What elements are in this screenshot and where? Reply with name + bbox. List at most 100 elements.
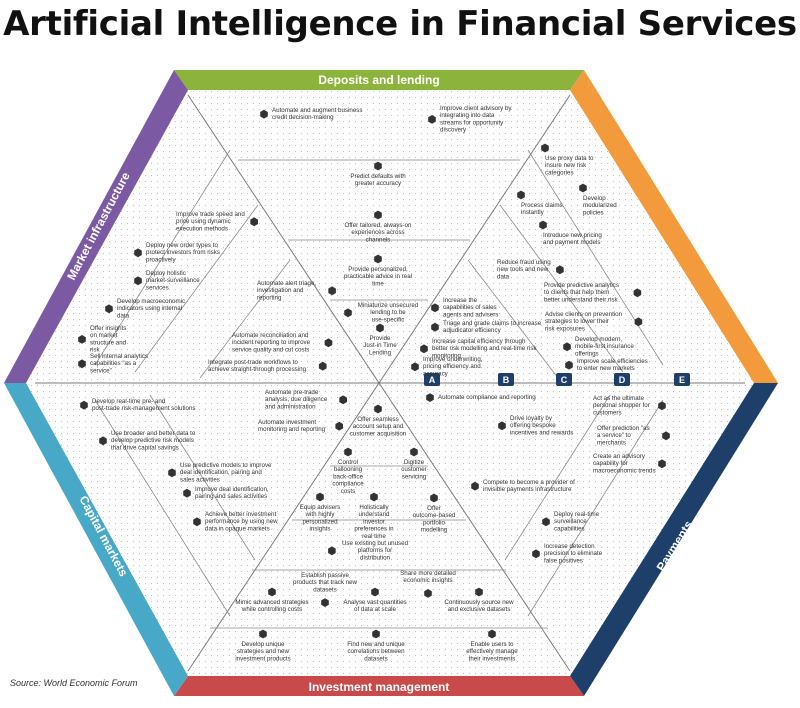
hexagon-bullet-icon [541,143,549,153]
hexagon-bullet-icon [634,317,643,327]
use-case-item: Improve deal identification,pairing and … [183,486,269,500]
axis-marker-d: D [619,375,626,385]
hexagon-bullet-icon [328,546,336,556]
hexagon-bullet-icon [183,488,191,498]
hexagon-bullet-icon [335,421,343,431]
capital-markets-band [4,383,188,696]
hexagon-bullet-icon [658,459,666,469]
hexagon-bullet-icon [259,629,267,639]
hexagon-bullet-icon [268,587,276,597]
hexagon-bullet-icon [371,587,379,597]
hexagon-bullet-icon [250,217,258,227]
hexagon-bullet-icon [431,322,439,332]
hexagon-bullet-icon [431,303,439,313]
investment-band [174,676,584,696]
hexagon-bullet-icon [318,361,327,371]
use-case-item: Automate compliance and reporting [426,393,536,402]
hexagon-bullet-icon [374,161,382,171]
hexagon-bullet-icon [321,598,329,607]
hexagon-bullet-icon [579,183,587,193]
sector-label-deposits: Deposits and lending [318,73,439,87]
source-note: Source: World Economic Forum [10,678,138,688]
use-case-label: Provide personalized,practicable advice … [344,266,412,287]
hexagon-bullet-icon [658,401,666,411]
use-case-item: Provide personalized,practicable advice … [344,254,412,287]
hexagon-bullet-icon [105,304,113,314]
axis-marker-e: E [679,375,685,385]
hexagon-bullet-icon [370,492,378,502]
hexagon-bullet-icon [374,254,382,264]
page-title: Artificial Intelligence in Financial Ser… [3,4,797,44]
hexagon-bullet-icon [488,629,496,639]
use-case-label: Improve underwriting,pricing efficiency … [423,356,483,377]
market-infrastructure-band [4,70,188,383]
axis-marker-a: A [429,375,436,385]
hexagon-bullet-icon [374,210,382,220]
hexagon-bullet-icon [78,359,86,369]
sector-label-investment: Investment management [309,680,450,694]
hexagon-bullet-icon [324,338,333,348]
hexagon-bullet-icon [99,436,107,446]
hexagon-bullet-icon [410,447,418,457]
axis-marker-e-box [674,373,690,386]
hexagon-bullet-icon [539,220,547,230]
hexagon-bullet-icon [498,421,506,431]
axis-marker-b: B [503,375,510,385]
hexagon-bullet-icon [134,248,142,258]
hexagon-bullet-icon [532,549,540,559]
hexagon-bullet-icon [193,517,201,527]
hexagon-bullet-icon [344,308,352,318]
